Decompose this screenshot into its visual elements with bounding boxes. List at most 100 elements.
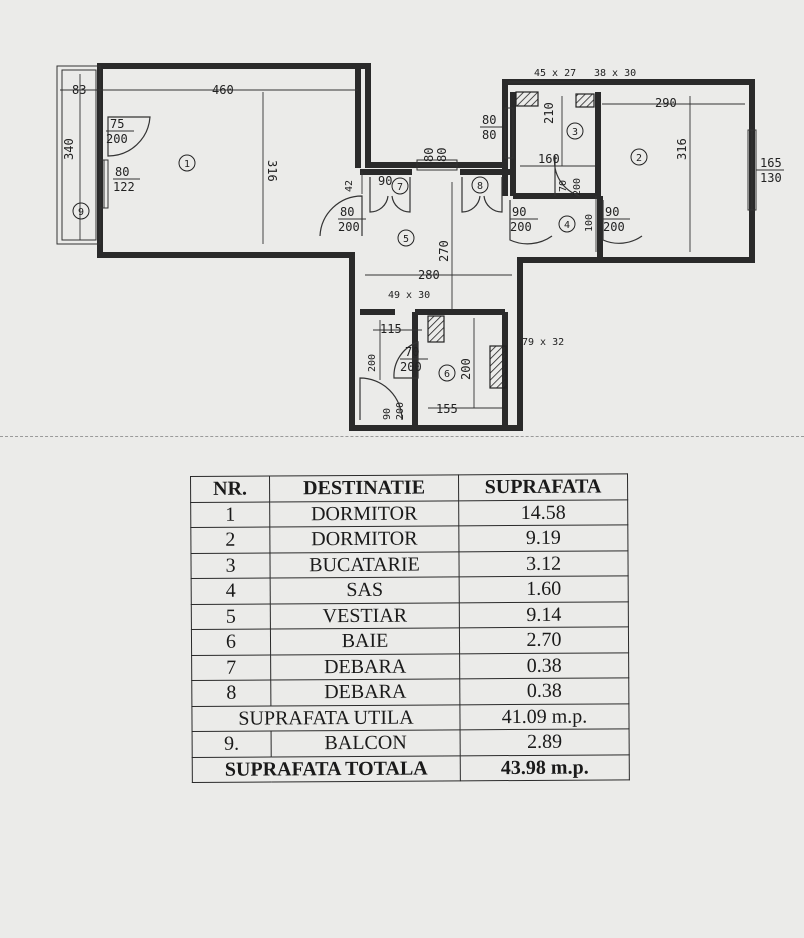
cell-suprafata: 0.38	[459, 652, 629, 679]
cell-suprafata: 9.14	[459, 601, 629, 628]
room-number-1: 1	[184, 159, 190, 170]
useful-area-row: SUPRAFATA UTILA 41.09 m.p.	[191, 703, 630, 732]
dim-122: 122	[113, 180, 135, 194]
dim-38x30: 38 x 30	[594, 68, 636, 79]
dim-75: 75	[110, 117, 124, 131]
cell-destinatie: DEBARA	[270, 653, 460, 681]
cell-nr: 7	[191, 654, 271, 681]
cell-nr: 6	[191, 629, 271, 655]
cell-nr: 2	[190, 527, 270, 553]
cell-destinatie: DEBARA	[270, 678, 460, 706]
balcony-nr: 9.	[192, 731, 272, 757]
dim-200-bath-door: 200	[400, 360, 422, 374]
dim-80-vertical-b: 80	[435, 148, 449, 162]
dim-165: 165	[760, 156, 782, 170]
table-header-row: NR. DESTINATIE SUPRAFATA	[190, 473, 628, 502]
dim-200-door-c: 200	[603, 220, 625, 234]
useful-area-label: SUPRAFATA UTILA	[191, 704, 461, 732]
dim-316-left: 316	[265, 160, 279, 182]
area-table: NR. DESTINATIE SUPRAFATA 1 DORMITOR 14.5…	[190, 473, 630, 783]
cell-nr: 3	[190, 552, 271, 579]
dim-290: 290	[655, 96, 677, 110]
cell-suprafata: 0.38	[459, 677, 629, 705]
room-number-5: 5	[403, 234, 409, 245]
cell-suprafata: 1.60	[459, 575, 629, 603]
dim-270: 270	[437, 240, 451, 262]
room-number-markers: 1 2 3 4 5 6 7 8 9	[72, 122, 648, 382]
cell-destinatie: VESTIAR	[270, 602, 460, 630]
room-number-3: 3	[572, 127, 578, 138]
dim-200-door-b: 200	[510, 220, 532, 234]
balcony-destinatie: BALCON	[271, 729, 461, 757]
table-row: 7 DEBARA 0.38	[191, 652, 629, 681]
dim-79x32: 79 x 32	[522, 337, 564, 348]
dim-70-bath: 70	[405, 345, 419, 359]
header-nr: NR.	[190, 476, 270, 502]
room-number-6: 6	[444, 369, 450, 380]
room-number-9: 9	[78, 207, 84, 218]
table-row: 1 DORMITOR 14.58	[190, 499, 628, 528]
dimension-labels: 83 460 75 200 340 316 80 122 80 80 80 80…	[62, 68, 782, 420]
dim-100: 100	[584, 214, 595, 232]
dim-160: 160	[538, 152, 560, 166]
dim-130: 130	[760, 171, 782, 185]
total-area-row: SUPRAFATA TOTALA 43.98 m.p.	[192, 754, 630, 783]
page-divider	[0, 436, 804, 437]
cell-suprafata: 9.19	[458, 524, 628, 552]
dimension-lines	[60, 74, 784, 409]
cell-suprafata: 2.70	[459, 626, 629, 654]
dim-80-vertical-a: 80	[422, 148, 436, 162]
balcony-suprafata: 2.89	[460, 728, 630, 756]
dim-42: 42	[344, 180, 355, 192]
dim-155: 155	[436, 402, 458, 416]
dim-200-vertical: 200	[572, 178, 583, 196]
table-row: 4 SAS 1.60	[191, 575, 629, 604]
windows	[99, 107, 757, 211]
dim-90-door-c: 90	[605, 205, 619, 219]
dim-80-door: 80	[340, 205, 354, 219]
cell-destinatie: DORMITOR	[269, 500, 459, 528]
table-row: 8 DEBARA 0.38	[191, 677, 629, 706]
dim-200-bath-left: 200	[367, 354, 378, 372]
header-destinatie: DESTINATIE	[269, 474, 459, 502]
dim-280: 280	[418, 268, 440, 282]
table-row: 6 BAIE 2.70	[191, 626, 629, 655]
dim-115: 115	[380, 322, 402, 336]
dim-80-top: 80	[482, 113, 496, 127]
dim-200-door: 200	[338, 220, 360, 234]
cell-destinatie: DORMITOR	[269, 525, 459, 553]
room-number-8: 8	[477, 181, 483, 192]
cell-nr: 4	[191, 578, 271, 604]
header-suprafata: SUPRAFATA	[458, 473, 628, 501]
dim-200-vertical-b: 200	[395, 402, 406, 420]
cell-destinatie: SAS	[270, 576, 460, 604]
walls	[97, 63, 755, 431]
cell-suprafata: 14.58	[458, 499, 628, 526]
total-area-value: 43.98 m.p.	[460, 754, 630, 781]
dim-200: 200	[106, 132, 128, 146]
table-row: 2 DORMITOR 9.19	[190, 524, 628, 553]
doors	[107, 116, 643, 421]
dim-460: 460	[212, 83, 234, 97]
dim-80-bottom: 80	[482, 128, 496, 142]
dim-200-bath-right: 200	[459, 358, 473, 380]
cell-nr: 5	[191, 603, 271, 630]
room-number-2: 2	[636, 153, 642, 164]
dim-90-door: 90	[512, 205, 526, 219]
useful-area-value: 41.09 m.p.	[459, 703, 630, 730]
table-row: 5 VESTIAR 9.14	[191, 601, 629, 630]
dim-45x27: 45 x 27	[534, 68, 576, 79]
table-row: 3 BUCATARIE 3.12	[190, 550, 629, 579]
room-number-7: 7	[397, 182, 403, 193]
cell-suprafata: 3.12	[458, 550, 629, 577]
dim-210: 210	[542, 102, 556, 124]
floor-plan: 1 2 3 4 5 6 7 8 9 83 460 75 200 340 316 …	[56, 63, 784, 431]
cell-destinatie: BUCATARIE	[269, 551, 460, 579]
ventilation-ducts	[427, 91, 595, 389]
dim-80: 80	[115, 165, 129, 179]
cell-nr: 8	[191, 680, 271, 706]
total-area-label: SUPRAFATA TOTALA	[192, 755, 461, 783]
balcony-row: 9. BALCON 2.89	[192, 728, 630, 757]
dim-340: 340	[62, 138, 76, 160]
dim-90-debara: 90	[378, 174, 392, 188]
